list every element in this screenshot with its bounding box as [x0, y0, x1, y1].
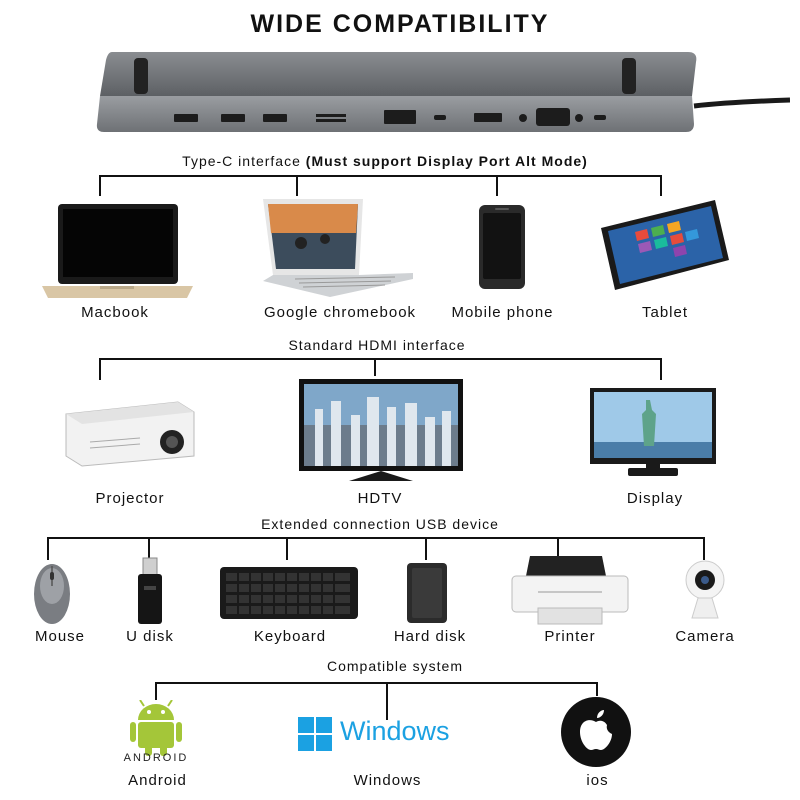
typec-header-note: (Must support Display Port Alt Mode): [305, 153, 588, 169]
system-label-ios: ios: [586, 772, 609, 789]
device-label-u-disk: U disk: [126, 628, 174, 645]
apple-logo-icon: [561, 697, 631, 767]
device-label-mobile-phone: Mobile phone: [451, 304, 554, 321]
usb-c-hub-image: [96, 52, 790, 132]
system-header: Compatible system: [326, 658, 464, 674]
device-label-printer: Printer: [544, 628, 596, 645]
device-label-display: Display: [626, 490, 684, 507]
hdmi-header: Standard HDMI interface: [288, 337, 466, 353]
macbook-image: [42, 204, 193, 298]
mouse-image: [34, 564, 70, 624]
windows-logo-icon: [298, 717, 332, 751]
device-label-macbook: Macbook: [81, 304, 149, 321]
printer-image: [511, 556, 629, 625]
device-label-keyboard: Keyboard: [253, 628, 327, 645]
device-label-camera: Camera: [675, 628, 735, 645]
chromebook-image: [263, 199, 413, 297]
usb-header: Extended connection USB device: [261, 516, 499, 532]
hard-disk-image: [407, 563, 447, 623]
device-label-tablet: Tablet: [641, 304, 689, 321]
u-disk-image: [138, 557, 162, 624]
projector-image: [65, 401, 195, 467]
device-label-projector: Projector: [95, 490, 165, 507]
mobile-phone-image: [479, 205, 525, 289]
device-label-chromebook: Google chromebook: [263, 304, 417, 321]
device-label-hdtv: HDTV: [357, 490, 403, 507]
keyboard-image: [220, 567, 358, 619]
android-wordmark: ANDROID: [123, 752, 189, 764]
tablet-image: [601, 200, 729, 290]
system-label-windows: Windows: [353, 772, 422, 789]
display-image: [590, 388, 716, 476]
typec-header: Type-C interface (Must support Display P…: [0, 153, 770, 169]
camera-image: [685, 560, 725, 619]
system-label-android: Android: [128, 772, 187, 789]
typec-header-text: Type-C interface: [182, 153, 301, 169]
device-label-mouse: Mouse: [34, 628, 86, 645]
page-title: WIDE COMPATIBILITY: [250, 10, 550, 38]
hdtv-image: [299, 379, 463, 481]
windows-wordmark: Windows: [340, 716, 450, 746]
android-logo-icon: [130, 700, 182, 756]
device-label-hard-disk: Hard disk: [393, 628, 467, 645]
